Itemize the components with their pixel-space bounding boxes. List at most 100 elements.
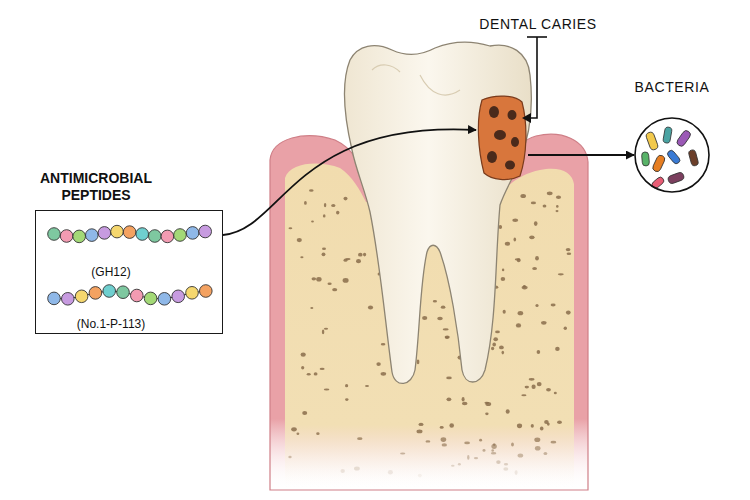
bone-dot: [291, 427, 297, 431]
bone-dot: [451, 465, 455, 467]
bone-dot: [554, 392, 557, 394]
bone-dot: [467, 455, 469, 460]
bone-dot: [505, 242, 510, 246]
caries-region: DENTAL CARIES: [476, 95, 528, 180]
bone-dot: [302, 411, 307, 415]
bone-dot: [537, 382, 542, 386]
bone-dot: [546, 388, 551, 392]
caries-leader-head: [522, 113, 531, 123]
bone-dot: [437, 317, 443, 321]
bone-dot: [496, 460, 500, 464]
bone-dot: [356, 259, 361, 263]
bone-dot: [502, 351, 505, 355]
bone-dot: [556, 205, 559, 208]
amino-acid-bead: [86, 229, 99, 242]
amino-acid-bead: [200, 285, 213, 298]
region-label: DENTAL CARIES: [468, 16, 608, 33]
bone-dot: [441, 437, 447, 442]
bone-dot: [301, 366, 304, 370]
bone-dot: [417, 430, 423, 434]
caries-spots: [487, 106, 519, 170]
bone-dot: [491, 444, 496, 449]
bone-dot: [365, 385, 369, 387]
bone-dot: [426, 440, 431, 442]
amino-acid-bead: [174, 229, 187, 242]
bone-dot: [564, 327, 567, 330]
bone-dot: [493, 337, 498, 341]
bone-dot: [443, 328, 449, 330]
bone-dot: [440, 426, 444, 429]
bone-dot: [537, 350, 541, 354]
bone-dot: [322, 252, 326, 256]
bone-dot: [447, 397, 452, 401]
bone-dot: [531, 424, 534, 428]
bone-dot: [479, 439, 482, 442]
amino-acid-bead: [161, 230, 174, 243]
amino-acid-bead: [149, 230, 162, 243]
bone-dot: [331, 204, 335, 207]
bone-dot: [484, 402, 489, 404]
bone-dot: [419, 423, 424, 426]
bone-dot: [535, 446, 541, 451]
caries-patch: [478, 96, 526, 179]
bacteria-cells: [641, 127, 699, 190]
amino-acid-bead: [123, 226, 136, 239]
bone-dot: [433, 300, 437, 303]
bone-dot: [381, 343, 386, 346]
bone-dot: [499, 346, 504, 350]
bone-dot: [363, 253, 366, 257]
amino-acid-bead: [111, 225, 124, 238]
bone-dot: [357, 437, 362, 440]
amino-acid-bead: [48, 228, 61, 241]
bone-dot: [556, 196, 561, 200]
amino-acid-bead: [131, 289, 144, 302]
bone-dot: [343, 278, 349, 283]
bone-dot: [462, 397, 465, 401]
amino-acid-bead: [136, 228, 149, 241]
bone-dot: [516, 323, 521, 327]
tooth: [344, 42, 531, 383]
bone-dot: [324, 388, 330, 390]
bone-dot: [332, 288, 337, 291]
bone-dot: [515, 470, 518, 475]
bone-dot: [458, 463, 461, 465]
bone-dot: [316, 432, 319, 435]
bone-dot: [400, 452, 405, 454]
bone-dot: [301, 352, 306, 356]
bone-dot: [462, 402, 468, 406]
arrow-connector: [528, 154, 634, 156]
bone-dot: [314, 372, 318, 375]
bone-dot: [483, 449, 486, 452]
bone-dot: [442, 443, 447, 446]
bone-dot: [532, 385, 536, 389]
bone-dot: [300, 256, 303, 258]
bone-dot: [525, 386, 529, 389]
bone-dot: [345, 384, 348, 387]
bacteria-circle-fill: [634, 117, 710, 193]
bone-dot: [492, 342, 496, 346]
bone-dot: [485, 402, 491, 406]
arrow-connector: [223, 129, 476, 235]
bone-dot: [551, 441, 557, 444]
bone-dot: [529, 378, 535, 381]
bone-dot: [547, 191, 553, 195]
bone-dot: [541, 321, 547, 325]
amino-acid-bead: [60, 230, 73, 243]
amino-acid-bead: [158, 293, 171, 306]
amino-acid-bead: [48, 292, 61, 305]
bone-dot: [511, 442, 514, 446]
bone-dot: [491, 452, 496, 455]
bone-dot: [354, 467, 360, 471]
bone-dot: [557, 421, 562, 425]
bone-dot: [297, 433, 300, 436]
box-heading: ANTIMICROBIAL PEPTIDES: [36, 170, 156, 204]
bone-dot: [388, 470, 393, 475]
amino-acid-bead: [144, 292, 157, 305]
peptide-name: (GH12): [36, 265, 186, 279]
bone-dot: [491, 449, 494, 451]
bone-dot: [501, 277, 506, 281]
bone-dot: [322, 248, 326, 251]
bone-dot: [320, 368, 325, 370]
bone-dot: [304, 201, 307, 205]
